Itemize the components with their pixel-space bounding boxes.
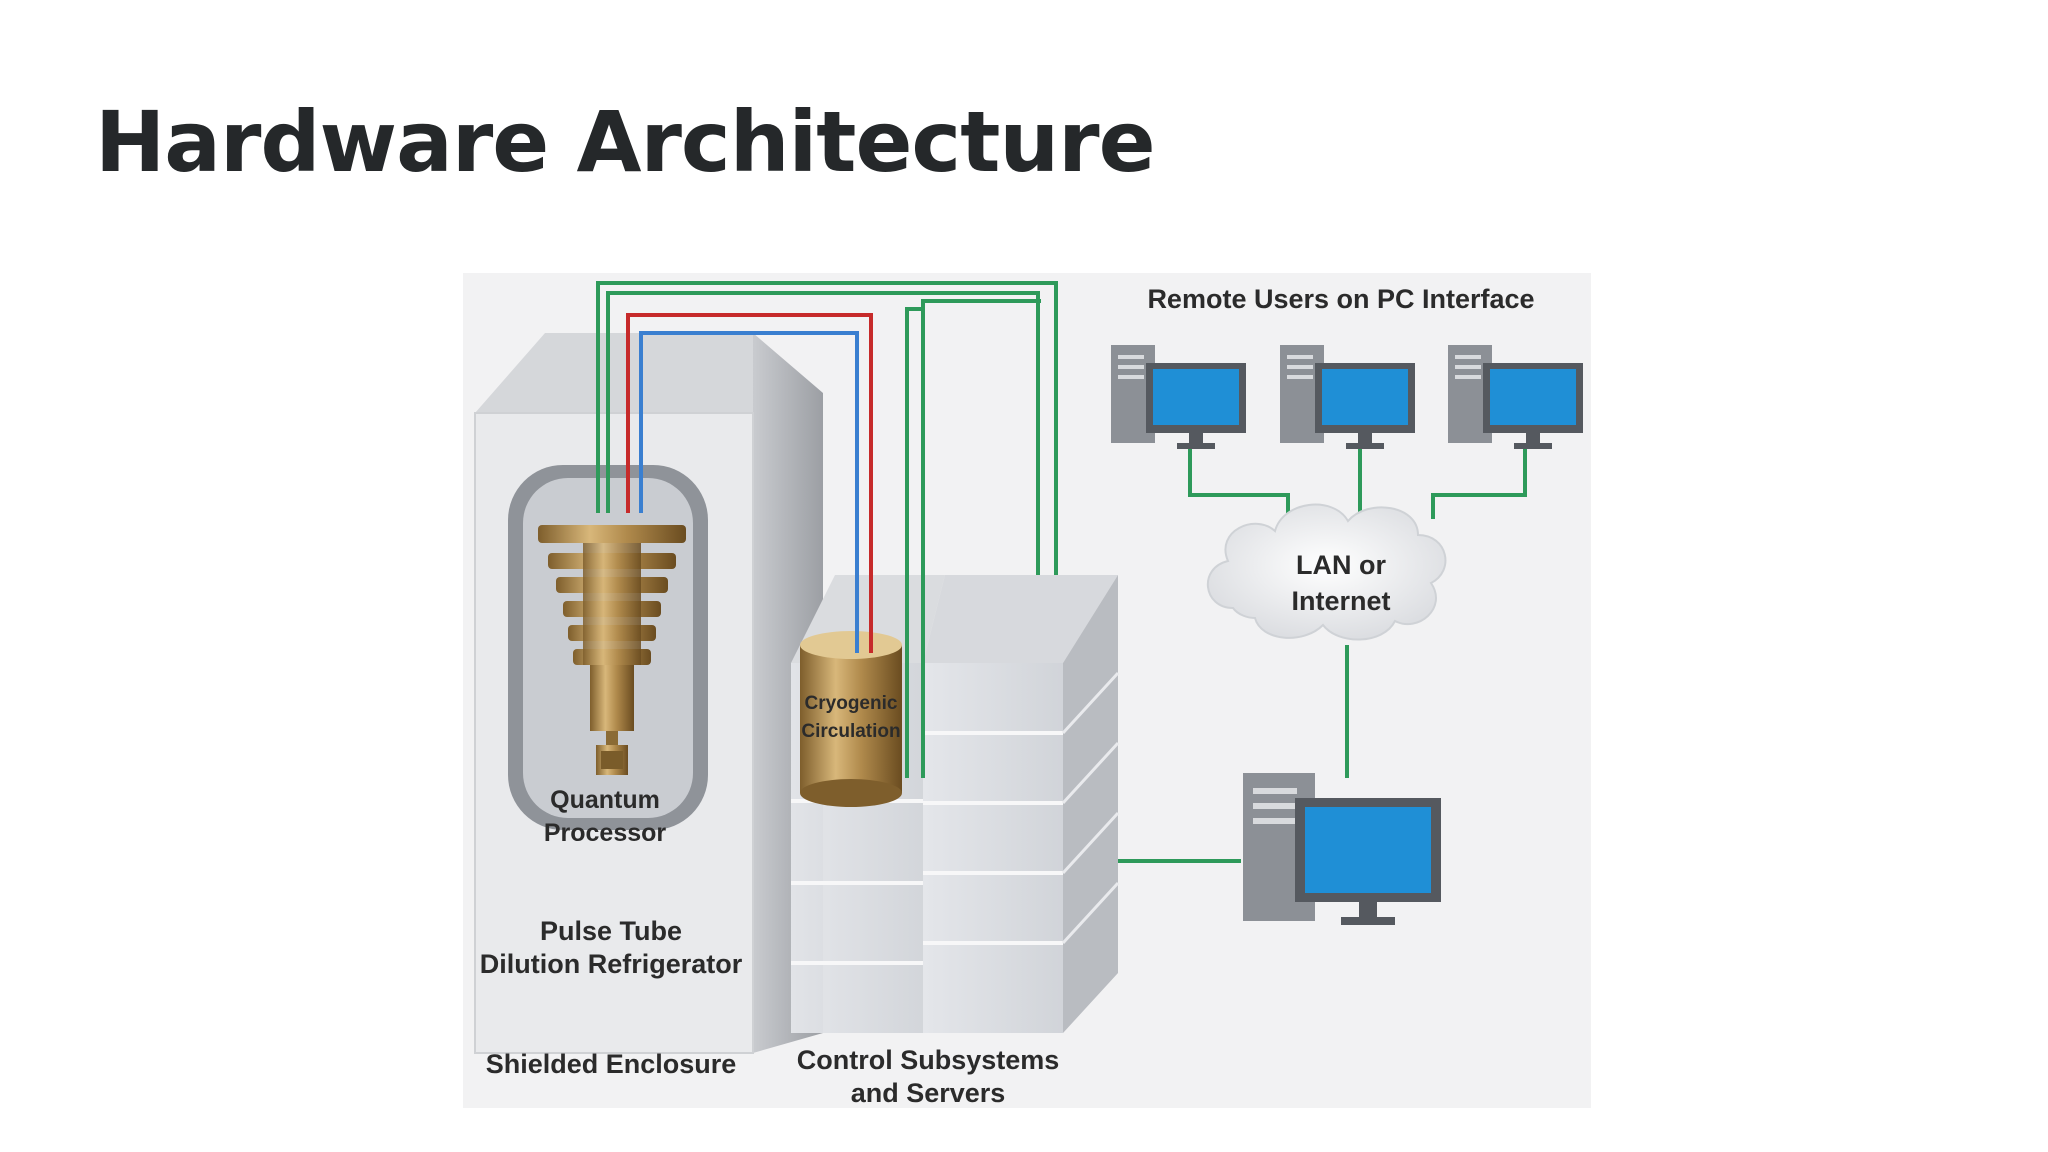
slide-title: Hardware Architecture <box>95 93 1156 191</box>
processor-label: Quantum <box>550 786 660 814</box>
signal-line <box>1188 445 1290 519</box>
circulation-label: Cryogenic <box>805 693 898 714</box>
cold-line <box>639 331 859 653</box>
signal-line <box>1431 445 1527 519</box>
signal-line <box>606 291 1040 575</box>
refrigerator-label: Pulse Tube <box>540 916 682 946</box>
cable-lines <box>596 281 1527 863</box>
desktop-computer-icon <box>1448 345 1583 449</box>
control-label-2: and Servers <box>851 1078 1006 1108</box>
network-label-2: Internet <box>1291 586 1390 616</box>
cylinder-tank-icon <box>800 631 902 807</box>
circulation-label-2: Circulation <box>801 721 900 742</box>
enclosure-label: Shielded Enclosure <box>486 1049 737 1079</box>
refrigerator-label-2: Dilution Refrigerator <box>480 949 743 979</box>
desktop-computer-icon <box>1111 345 1246 449</box>
processor-label-2: Processor <box>544 819 667 847</box>
remote-users-label: Remote Users on PC Interface <box>1147 284 1534 314</box>
hot-line <box>626 313 873 653</box>
desktop-computer-icon <box>1243 773 1441 925</box>
network-label: LAN or <box>1296 550 1386 580</box>
cryostat-chandelier-icon <box>508 465 708 830</box>
signal-line <box>905 307 925 778</box>
signal-line <box>921 299 1041 778</box>
cloud-icon <box>1206 503 1447 641</box>
desktop-computer-icon <box>1280 345 1415 449</box>
architecture-diagram: Quantum Processor Pulse Tube Dilution Re… <box>463 273 1591 1108</box>
control-label: Control Subsystems <box>797 1045 1060 1075</box>
signal-line <box>596 281 1058 575</box>
